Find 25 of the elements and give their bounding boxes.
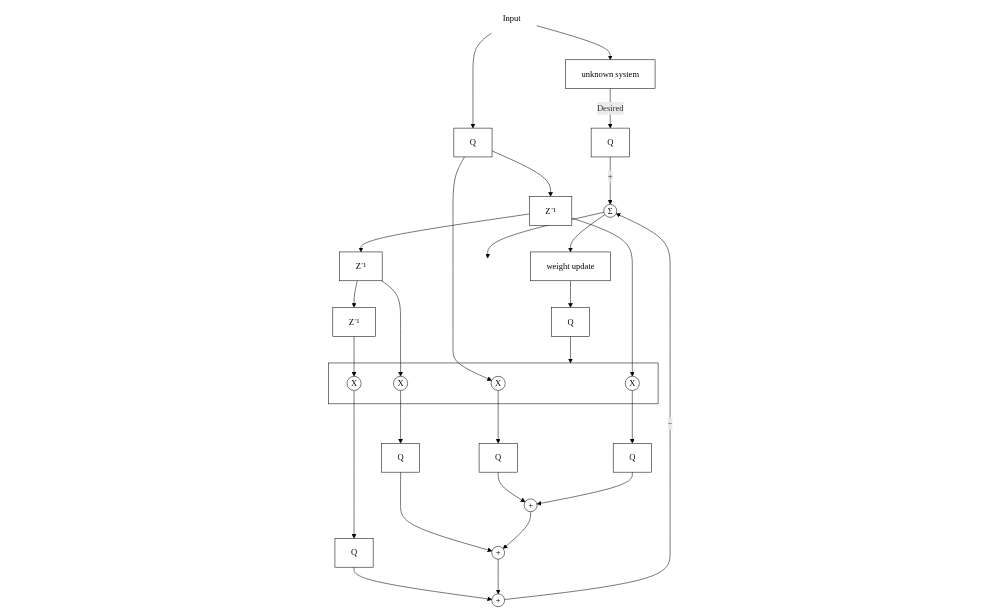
edge-label: Desired: [597, 103, 624, 113]
node-box: Z⁻¹: [339, 251, 383, 282]
cluster: [328, 362, 659, 405]
node-box: unknown system: [565, 59, 656, 89]
node-circle: X: [393, 376, 409, 391]
node-box: weight update: [530, 251, 611, 282]
node-circle: +: [524, 498, 538, 512]
node-box: Q: [551, 307, 590, 337]
node-circle: X: [625, 376, 640, 391]
edge-label: +: [607, 171, 613, 181]
node-box: Q: [334, 538, 374, 568]
node-text: Input: [502, 13, 521, 23]
node-box: Q: [590, 127, 630, 158]
node-circle: +: [491, 546, 505, 560]
node-box: Q: [453, 127, 493, 158]
node-box: Z⁻¹: [529, 196, 573, 226]
node-box: Q: [613, 443, 652, 473]
node-circle: X: [346, 376, 362, 391]
node-box: Z⁻¹: [332, 307, 376, 337]
edge-label: −: [667, 418, 673, 428]
node-circle: Σ: [603, 204, 618, 218]
node-circle: X: [490, 376, 506, 391]
node-box: Q: [478, 443, 518, 473]
node-box: Q: [381, 443, 421, 473]
node-circle: +: [491, 593, 505, 607]
